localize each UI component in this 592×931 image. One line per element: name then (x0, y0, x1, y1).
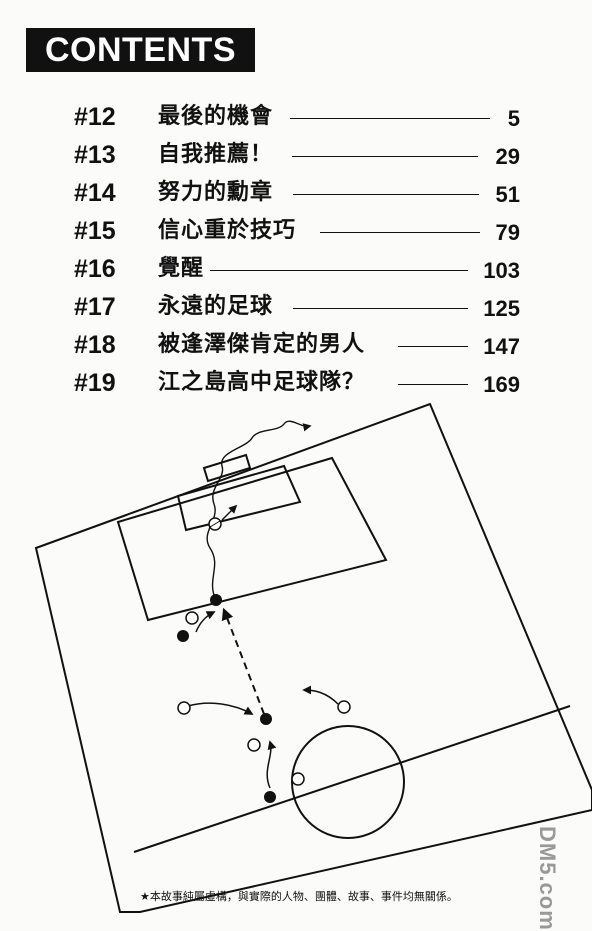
page-number: 51 (495, 182, 520, 207)
chapter-title: 永遠的足球 (158, 294, 274, 319)
run-arrow (187, 702, 254, 715)
goal-area (176, 464, 302, 532)
chapter-title: 信心重於技巧 (158, 218, 297, 243)
cut-arrow (221, 504, 238, 521)
player-black (264, 791, 276, 803)
toc-row[interactable]: #18 被逢澤傑肯定的男人 147 (0, 328, 592, 362)
page-number: 169 (483, 372, 520, 397)
toc-row[interactable]: #15 信心重於技巧 79 (0, 214, 592, 248)
chapter-title: 自我推薦！ (158, 142, 274, 167)
halfway-line (133, 705, 571, 853)
pass-arrow (221, 607, 265, 715)
chapter-number: #14 (74, 179, 116, 207)
chapter-title: 努力的勳章 (158, 180, 274, 205)
center-circle (291, 725, 405, 839)
toc-row[interactable]: #12 最後的機會 5 (0, 100, 592, 134)
page-number: 147 (483, 334, 520, 359)
chapter-title: 最後的機會 (158, 104, 274, 129)
disclaimer-footnote: ★本故事純屬虛構，與實際的人物、團體、故事、事件均無關係。 (140, 890, 458, 903)
site-watermark: DM5.com (535, 826, 560, 931)
leader-line (398, 346, 468, 347)
page-number: 29 (495, 144, 520, 169)
toc-row[interactable]: #17 永遠的足球 125 (0, 290, 592, 324)
contents-header: CONTENTS (26, 28, 255, 72)
player-white (177, 701, 191, 715)
goal (202, 453, 252, 483)
leader-line (320, 232, 480, 233)
leader-line (290, 118, 490, 119)
run-arrow (195, 611, 216, 633)
toc-row[interactable]: #16 覺醒 103 (0, 252, 592, 286)
chapter-number: #16 (74, 255, 116, 283)
page-number: 103 (483, 258, 520, 283)
player-white (247, 738, 261, 752)
chapter-number: #15 (74, 217, 116, 245)
player-black (177, 630, 189, 642)
penalty-box (116, 456, 388, 622)
player-white (185, 611, 199, 625)
pitch-outline (34, 402, 592, 913)
chapter-number: #13 (74, 141, 116, 169)
page-number: 5 (507, 106, 520, 131)
toc-row[interactable]: #19 江之島高中足球隊？ 169 (0, 366, 592, 400)
toc-row[interactable]: #13 自我推薦！ 29 (0, 138, 592, 172)
run-arrow (302, 685, 339, 705)
player-white (337, 700, 351, 714)
leader-line (292, 156, 478, 157)
player-black (210, 594, 222, 606)
page-number: 125 (483, 296, 520, 321)
page-number: 79 (495, 220, 520, 245)
player-white (291, 772, 305, 786)
leader-line (398, 384, 468, 385)
chapter-number: #12 (74, 103, 116, 131)
chapter-number: #18 (74, 331, 116, 359)
dribble-path (206, 420, 312, 601)
run-arrow (266, 740, 277, 789)
ball (209, 520, 221, 528)
chapter-number: #19 (74, 369, 116, 397)
chapter-title: 江之島高中足球隊？ (158, 370, 366, 395)
leader-line (293, 194, 479, 195)
chapter-title: 覺醒 (158, 256, 205, 281)
leader-line (210, 270, 468, 271)
player-black (260, 713, 272, 725)
leader-line (293, 308, 468, 309)
toc-row[interactable]: #14 努力的勳章 51 (0, 176, 592, 210)
chapter-number: #17 (74, 293, 116, 321)
chapter-title: 被逢澤傑肯定的男人 (158, 332, 366, 357)
